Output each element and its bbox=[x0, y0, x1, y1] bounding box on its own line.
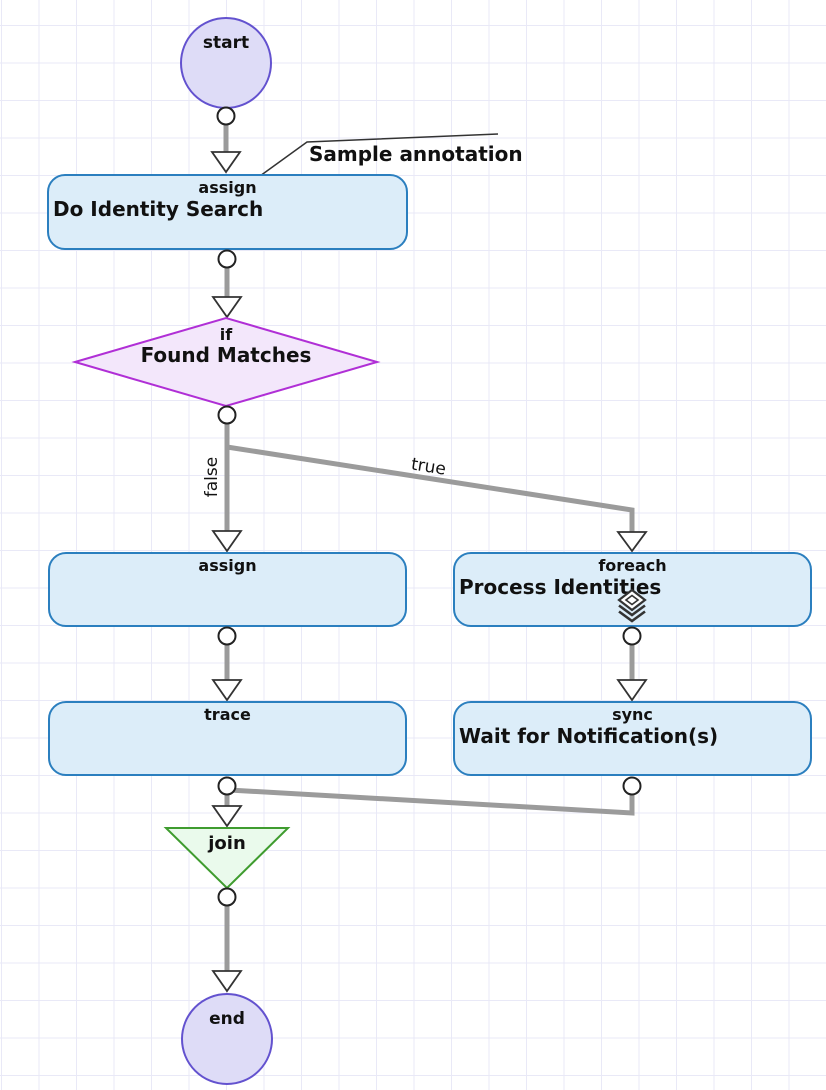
edge-if-false[interactable] bbox=[211, 424, 243, 553]
edge-trace-to-join[interactable] bbox=[211, 795, 243, 828]
edge-assign-to-trace[interactable] bbox=[211, 645, 243, 702]
edge-sync-to-join[interactable] bbox=[228, 787, 635, 816]
arrowhead-icon bbox=[210, 151, 242, 174]
task-node-do-identity-search[interactable]: assign Do Identity Search bbox=[47, 174, 408, 250]
task-node-trace[interactable]: trace bbox=[48, 701, 407, 776]
annotation-text: Sample annotation bbox=[309, 142, 523, 166]
arrowhead-icon bbox=[211, 296, 243, 319]
decision-node-found-matches[interactable] bbox=[71, 316, 381, 408]
node-name-label: Wait for Notification(s) bbox=[459, 724, 719, 748]
arrowhead-icon bbox=[616, 531, 648, 553]
task-node-wait-for-notifications[interactable]: sync Wait for Notification(s) bbox=[453, 701, 812, 776]
arrowhead-icon bbox=[616, 679, 648, 702]
start-node-label: start bbox=[202, 33, 250, 53]
edge-join-to-end[interactable] bbox=[211, 906, 243, 993]
node-type-label: assign bbox=[198, 178, 257, 197]
join-node-label: join bbox=[208, 833, 246, 854]
arrowhead-icon bbox=[211, 805, 243, 828]
task-node-assign[interactable]: assign bbox=[48, 552, 407, 627]
start-node[interactable]: start bbox=[180, 17, 272, 109]
task-node-process-identities[interactable]: foreach Process Identities bbox=[453, 552, 812, 627]
decision-name-label: Found Matches bbox=[140, 343, 312, 367]
end-node-label: end bbox=[209, 1009, 245, 1029]
join-node-shape[interactable] bbox=[163, 827, 291, 890]
node-type-label: assign bbox=[198, 556, 257, 575]
edge-foreach-to-sync[interactable] bbox=[616, 645, 648, 702]
edge-start-to-assign[interactable] bbox=[210, 124, 242, 174]
edge-label-false: false bbox=[202, 456, 222, 498]
annotation-callout-line bbox=[259, 133, 499, 177]
arrowhead-icon bbox=[211, 530, 243, 553]
edge-assign-to-if[interactable] bbox=[211, 267, 243, 319]
node-type-label: trace bbox=[204, 705, 251, 724]
node-name-label: Do Identity Search bbox=[53, 197, 264, 221]
node-name-label: Process Identities bbox=[459, 575, 662, 599]
end-node[interactable]: end bbox=[181, 993, 273, 1085]
decision-type-label: if bbox=[219, 325, 233, 344]
arrowhead-icon bbox=[211, 679, 243, 702]
arrowhead-icon bbox=[211, 970, 243, 993]
edge-if-true[interactable] bbox=[226, 444, 648, 553]
node-type-label: foreach bbox=[598, 556, 667, 575]
node-type-label: sync bbox=[612, 705, 653, 724]
